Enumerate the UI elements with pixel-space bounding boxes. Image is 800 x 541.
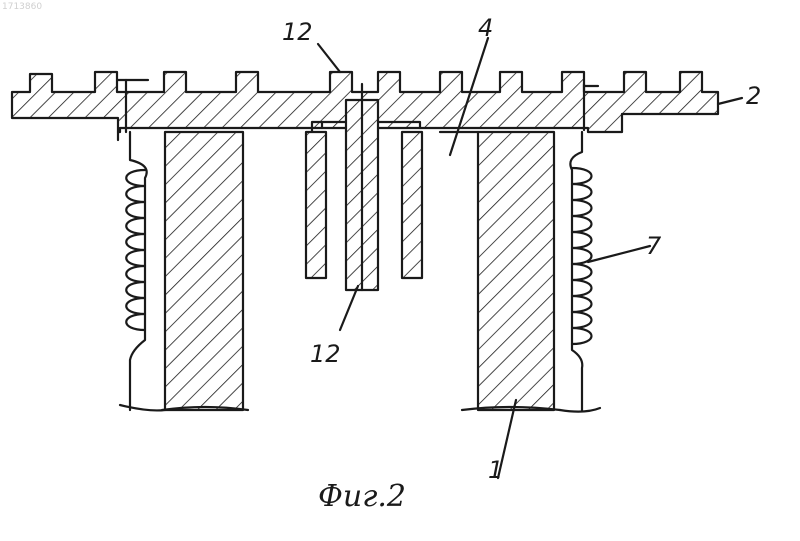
figure-caption: Фиг.2 (318, 479, 406, 514)
left-housing-wall (118, 132, 165, 410)
left-coil (126, 170, 145, 330)
label-2: 2 (746, 82, 761, 110)
label-7: 7 (646, 232, 662, 260)
label-1: 1 (488, 456, 503, 484)
right-column (478, 132, 554, 410)
label-12-top: 12 (282, 18, 313, 46)
label-12-bottom: 12 (310, 340, 341, 368)
right-coil (572, 168, 592, 344)
left-column (165, 132, 243, 410)
label-4: 4 (478, 14, 493, 42)
right-housing-wall (560, 132, 600, 412)
right-pin (402, 132, 422, 278)
watermark-text: 1713860 (2, 2, 42, 12)
left-pin (306, 132, 326, 278)
